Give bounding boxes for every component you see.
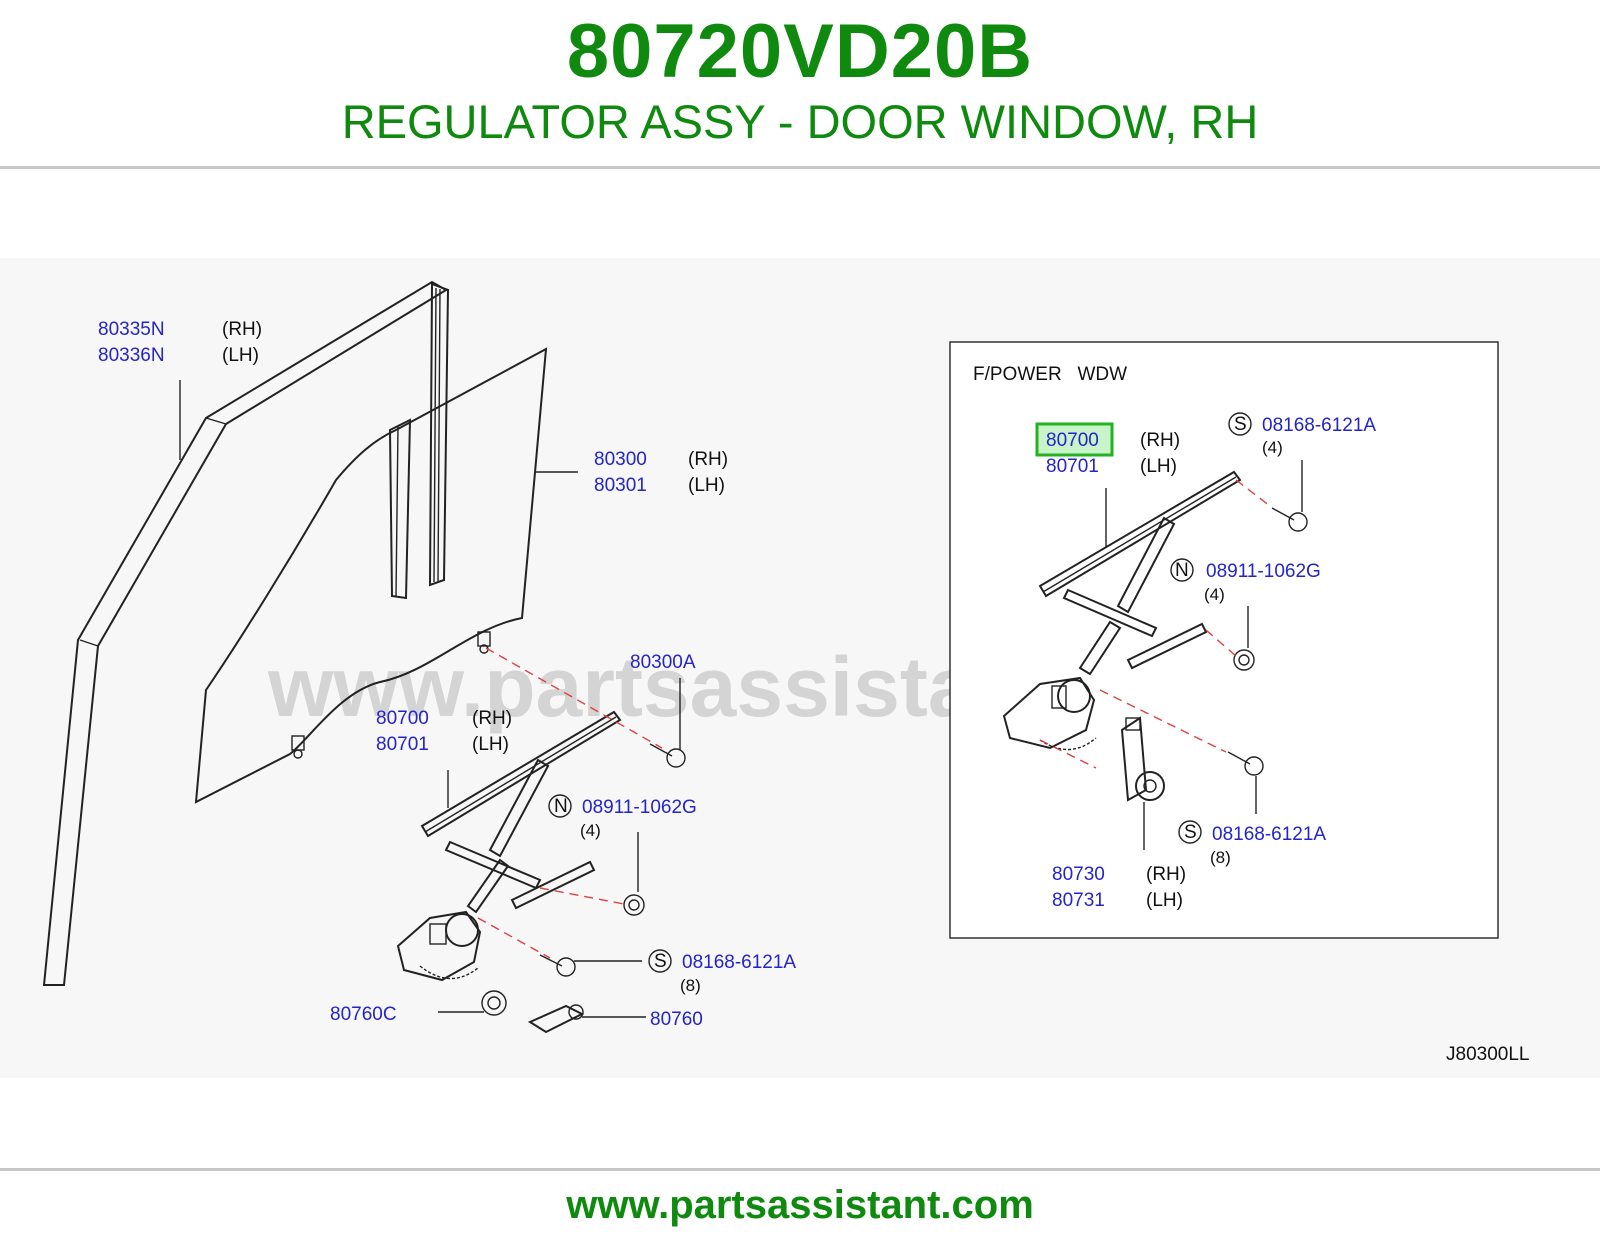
callout-screw-marker: S <box>654 951 667 972</box>
callout-sash-lh-code[interactable]: 80336N <box>98 345 165 366</box>
inset-callout-screw-bottom-code[interactable]: 08168-6121A <box>1212 824 1326 845</box>
callout-screw-code[interactable]: 08168-6121A <box>682 952 796 973</box>
inset-callout-screw-top-code[interactable]: 08168-6121A <box>1262 415 1376 436</box>
inset-title: F/POWER WDW <box>973 364 1127 385</box>
guide-line-screw <box>477 917 551 959</box>
inset-callout-screw-bottom-marker: S <box>1184 822 1197 843</box>
header-divider <box>0 166 1600 169</box>
door-glass-drawing <box>194 347 548 804</box>
selected-part-highlight <box>1035 422 1114 457</box>
callout-glass-rh-side: (RH) <box>688 449 728 470</box>
footer-site-url[interactable]: www.partsassistant.com <box>566 1183 1034 1227</box>
callout-glass-rh-code[interactable]: 80300 <box>594 449 647 470</box>
inset-motor-drawing <box>1120 716 1165 802</box>
callout-nut-marker: N <box>554 796 568 817</box>
inset-screw-bottom-marker-circle <box>1178 820 1202 844</box>
inset-fasteners-drawing <box>1227 507 1308 776</box>
guide-line-glass <box>485 647 663 749</box>
callout-regulator-rh-side: (RH) <box>472 708 512 729</box>
inset-callout-screw-top-qty: (4) <box>1262 438 1283 457</box>
inset-guide-screw <box>1099 689 1227 753</box>
callout-regulator-lh-code[interactable]: 80701 <box>376 734 429 755</box>
callout-nut-qty: (4) <box>580 821 601 840</box>
inset-callout-regulator-rh-side: (RH) <box>1140 430 1180 451</box>
callout-regulator-rh-code[interactable]: 80700 <box>376 708 429 729</box>
inset-callout-motor-lh-code[interactable]: 80731 <box>1052 890 1105 911</box>
callout-sash-rh-code[interactable]: 80335N <box>98 319 165 340</box>
inset-callout-screw-bottom-qty: (8) <box>1210 848 1231 867</box>
callout-sash-lh-side: (LH) <box>222 345 259 366</box>
inset-guide-nut <box>1205 629 1237 657</box>
callout-screw-qty: (8) <box>680 976 701 995</box>
door-sash-drawing <box>42 280 450 986</box>
inset-callout-motor-rh-code[interactable]: 80730 <box>1052 864 1105 885</box>
page-header: 80720VD20B REGULATOR ASSY - DOOR WINDOW,… <box>0 0 1600 168</box>
inset-nut-marker-circle <box>1170 558 1194 582</box>
callout-glass-lh-code[interactable]: 80301 <box>594 475 647 496</box>
footer-divider <box>0 1168 1600 1171</box>
inset-callout-nut-code[interactable]: 08911-1062G <box>1206 561 1321 582</box>
inset-callout-screw-top-marker: S <box>1234 414 1247 435</box>
part-description: REGULATOR ASSY - DOOR WINDOW, RH <box>341 95 1259 148</box>
inset-guide-motor <box>1039 739 1097 769</box>
main-leader-lines <box>179 380 681 1018</box>
callout-regulator-lh-side: (LH) <box>472 734 509 755</box>
inset-callout-nut-marker: N <box>1175 560 1189 581</box>
inset-callout-regulator-rh-code[interactable]: 80700 <box>1046 430 1099 451</box>
callout-nut-code[interactable]: 08911-1062G <box>582 797 697 818</box>
inset-screw-top-marker-circle <box>1228 412 1252 436</box>
callout-handle-code[interactable]: 80760 <box>650 1009 703 1030</box>
inset-callout-motor-rh-side: (RH) <box>1146 864 1186 885</box>
inset-guide-top <box>1235 479 1271 507</box>
part-number-title: 80720VD20B <box>566 9 1034 94</box>
inset-callout-nut-qty: (4) <box>1204 585 1225 604</box>
inset-callout-regulator-lh-side: (LH) <box>1140 456 1177 477</box>
callout-glass-lh-side: (LH) <box>688 475 725 496</box>
callout-sash-rh-side: (RH) <box>222 319 262 340</box>
screw-marker-circle <box>648 949 672 973</box>
inset-callout-regulator-lh-code[interactable]: 80701 <box>1046 456 1099 477</box>
callout-handle-washer-code[interactable]: 80760C <box>330 1004 397 1025</box>
main-regulator-drawing <box>396 710 622 1034</box>
callout-glass-bolt-code[interactable]: 80300A <box>630 652 696 673</box>
inset-leader-lines <box>1105 460 1303 850</box>
main-fasteners-drawing <box>539 743 686 977</box>
inset-regulator-drawing <box>1002 470 1242 751</box>
inset-callout-motor-lh-side: (LH) <box>1146 890 1183 911</box>
diagram-code: J80300LL <box>1446 1044 1529 1065</box>
nut-marker-circle <box>548 794 572 818</box>
